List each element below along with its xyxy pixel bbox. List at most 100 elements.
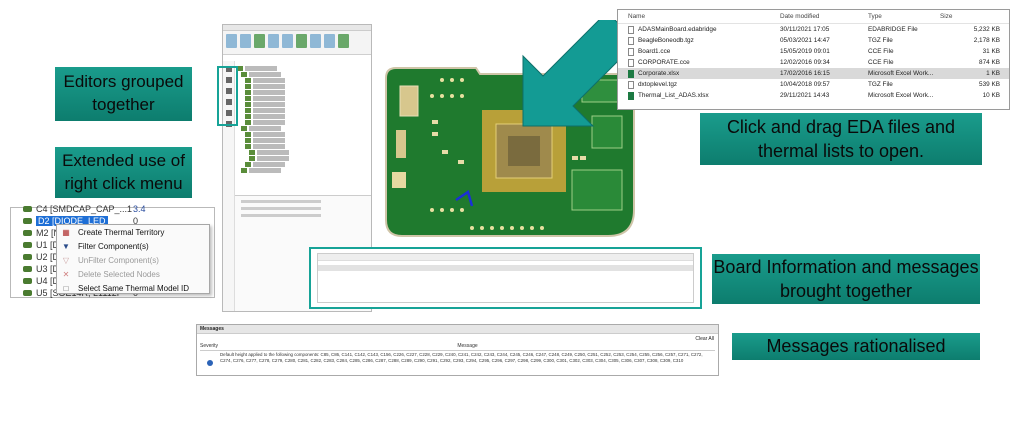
file-name: Thermal_List_ADAS.xlsx [638,92,709,99]
file-row[interactable]: BeagleBoneodb.tgz 05/03/2021 14:47 TGZ F… [618,35,1009,46]
ribbon-button-icon[interactable] [254,34,265,48]
menu-item-select-same-thermal-model[interactable]: □Select Same Thermal Model ID [57,281,209,295]
ribbon-button-icon[interactable] [324,34,335,48]
ribbon-button-icon[interactable] [240,34,251,48]
board-info-panel [309,247,702,309]
callout-board-info: Board Information and messages brought t… [712,254,980,304]
ribbon-button-icon[interactable] [338,34,349,48]
editor-icon[interactable] [226,66,232,72]
ribbon-button-icon[interactable] [296,34,307,48]
file-name: CORPORATE.cce [638,59,690,66]
component-icon [23,218,32,224]
editor-icon[interactable] [226,77,232,83]
file-name: Corporate.xlsx [638,70,680,77]
file-row[interactable]: CORPORATE.cce 12/02/2016 09:34 CCE File … [618,57,1009,68]
list-item[interactable]: M2 [N [23,227,60,239]
menu-item-delete-selected-nodes[interactable]: ✕Delete Selected Nodes [57,267,209,281]
column-message[interactable]: Message [457,343,478,349]
file-icon [628,47,634,56]
file-type: Microsoft Excel Work... [868,70,934,77]
column-size[interactable]: Size [940,13,953,20]
tree-node[interactable] [249,156,289,161]
tree-node[interactable] [245,114,285,119]
file-type: EDABRIDGE File [868,26,918,33]
tree-node[interactable] [241,72,281,77]
delete-icon: ✕ [62,269,70,279]
callout-editors-grouped: Editors grouped together [55,67,192,121]
tree-node[interactable] [237,66,277,71]
list-item[interactable]: U4 [D [23,275,59,287]
tree-node[interactable] [241,168,281,173]
file-date: 17/02/2016 16:15 [780,70,830,77]
tree-node[interactable] [245,108,285,113]
property-line [241,200,321,203]
tree-node[interactable] [245,90,285,95]
explorer-header: Name Date modified Type Size [618,10,1009,24]
app-titlebar [223,25,371,31]
unfilter-icon: ▽ [62,255,70,265]
file-row[interactable]: dxtoplevel.tgz 10/04/2018 09:57 TGZ File… [618,79,1009,90]
tree-node[interactable] [245,144,285,149]
file-size: 5,232 KB [973,26,1000,33]
file-size: 539 KB [979,81,1000,88]
column-severity[interactable]: Severity [200,343,219,349]
file-date: 15/05/2019 09:01 [780,48,830,55]
file-size: 31 KB [982,48,1000,55]
file-row-selected[interactable]: Corporate.xlsx 17/02/2016 16:15 Microsof… [618,68,1009,79]
tree-node[interactable] [249,150,289,155]
message-text: Default height applied to the following … [220,352,703,363]
select-same-icon: □ [63,283,69,293]
list-item-label: U2 [D [36,252,60,262]
component-icon [23,242,32,248]
app-ribbon [223,31,371,55]
messages-columns [318,273,693,279]
file-row[interactable]: ADASMainBoard.edabridge 30/11/2021 17:05… [618,24,1009,35]
column-date[interactable]: Date modified [780,13,820,20]
tree-node[interactable] [245,84,285,89]
list-item[interactable]: C4 [SMDCAP_CAP_...1 [23,203,132,215]
column-name[interactable]: Name [628,13,646,20]
list-item[interactable]: U3 [D [23,263,59,275]
info-icon [200,352,220,374]
editors-toolbar [223,61,235,311]
messages-panel: Messages Clear All Severity Message Defa… [196,324,719,376]
tree-node[interactable] [245,138,285,143]
file-icon [628,58,634,67]
tree-node[interactable] [245,96,285,101]
editors-highlight [217,66,238,126]
property-line [241,207,321,210]
tree-node[interactable] [245,120,285,125]
file-row[interactable]: Board1.cce 15/05/2019 09:01 CCE File 31 … [618,46,1009,57]
message-row[interactable]: Default height applied to the following … [200,352,715,374]
menu-item-filter-components[interactable]: ▼Filter Component(s) [57,239,209,253]
list-item-selected[interactable]: D2 [DIODE_LED [23,215,108,227]
file-type: TGZ File [868,37,893,44]
ribbon-button-icon[interactable] [282,34,293,48]
file-explorer: Name Date modified Type Size ADASMainBoa… [617,9,1010,110]
file-date: 29/11/2021 14:43 [780,92,830,99]
callout-messages-rationalised: Messages rationalised [732,333,980,360]
component-tree [237,65,337,174]
property-line [241,214,321,217]
ribbon-button-icon[interactable] [310,34,321,48]
menu-item-unfilter-components[interactable]: ▽UnFilter Component(s) [57,253,209,267]
tree-node[interactable] [245,78,285,83]
list-item-label: C4 [SMDCAP_CAP_...1 [36,204,133,214]
list-item[interactable]: U1 [D [23,239,59,251]
editor-icon[interactable] [226,99,232,105]
editor-icon[interactable] [226,88,232,94]
editor-icon[interactable] [226,110,232,116]
board-info-inner [317,253,694,303]
tree-node[interactable] [245,162,285,167]
ribbon-button-icon[interactable] [226,34,237,48]
list-item[interactable]: U2 [D [23,251,59,263]
tree-node[interactable] [245,102,285,107]
ribbon-button-icon[interactable] [268,34,279,48]
tree-node[interactable] [241,126,281,131]
tree-node[interactable] [245,132,285,137]
list-item-label: U4 [D [36,276,60,286]
menu-item-create-thermal-territory[interactable]: ▦Create Thermal Territory [57,225,209,239]
column-type[interactable]: Type [868,13,882,20]
file-row[interactable]: Thermal_List_ADAS.xlsx 29/11/2021 14:43 … [618,90,1009,101]
clear-all-button[interactable]: Clear All [695,336,714,342]
